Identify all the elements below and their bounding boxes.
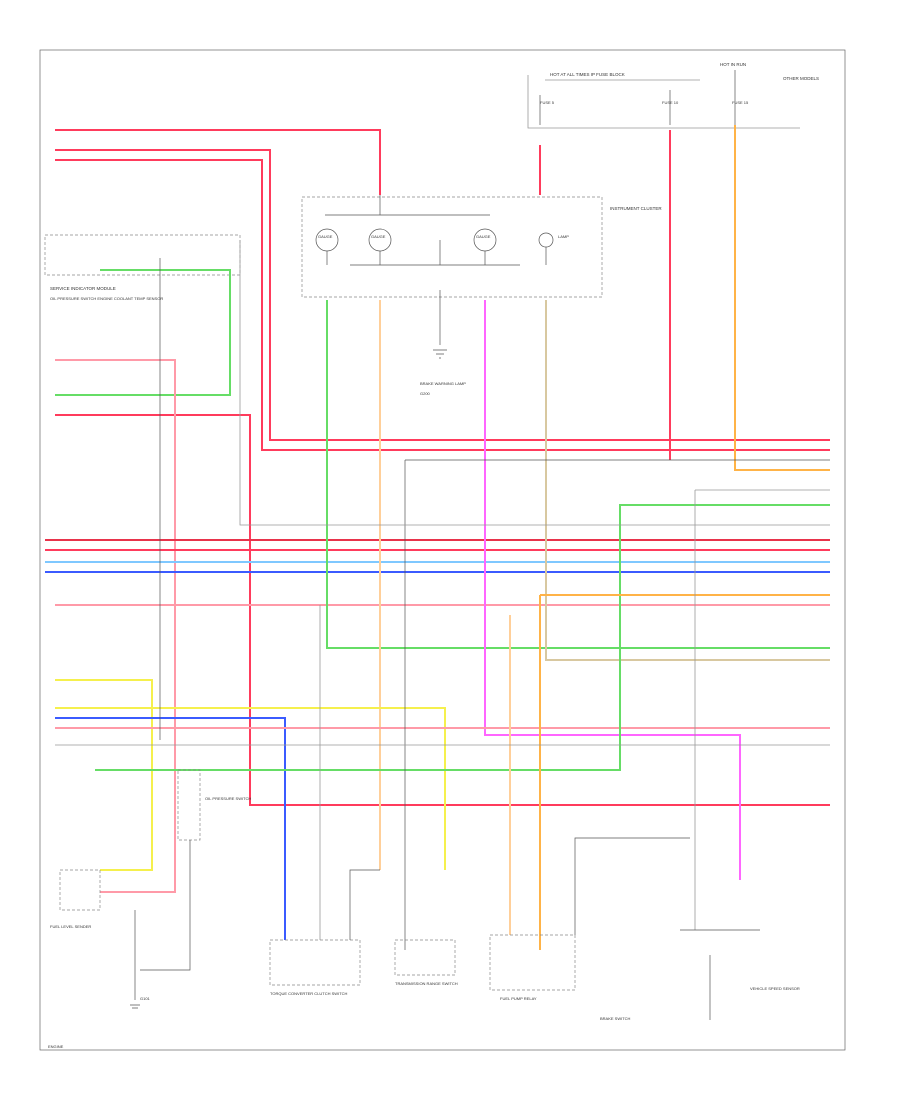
- fuse-label-mid: FUSE 10: [662, 100, 679, 105]
- diagram-frame: [39, 49, 846, 1051]
- lamp-note: BRAKE WARNING LAMP: [420, 381, 466, 386]
- right-top-note: OTHER MODELS: [783, 76, 819, 81]
- left-module: SERVICE INDICATOR MODULE OIL PRESSURE SW…: [44, 234, 241, 301]
- switch-icon: [489, 934, 576, 991]
- fuel-sender-label: FUEL LEVEL SENDER: [50, 924, 91, 929]
- fuse-block-label: HOT AT ALL TIMES IP FUSE BLOCK: [550, 72, 625, 77]
- left-module-lines: OIL PRESSURE SWITCH ENGINE COOLANT TEMP …: [50, 296, 163, 301]
- left-module-label: SERVICE INDICATOR MODULE: [50, 286, 116, 291]
- switch-icon: [394, 939, 456, 976]
- component-3-label: FUEL PUMP RELAY: [500, 996, 537, 1001]
- ground-label-mid: G200: [420, 391, 431, 396]
- fuse-block: HOT AT ALL TIMES IP FUSE BLOCK HOT IN RU…: [527, 62, 819, 129]
- instrument-cluster-label: INSTRUMENT CLUSTER: [610, 206, 662, 211]
- bottom-components: FUEL LEVEL SENDER G101 OIL PRESSURE SWIT…: [50, 391, 800, 1021]
- ground-icon: [433, 349, 447, 359]
- gauge-label-2: GAUGE: [371, 234, 386, 239]
- lamp-label: LAMP: [558, 234, 569, 239]
- hot-in-run-label: HOT IN RUN: [720, 62, 746, 67]
- gauge-icon: [473, 228, 497, 252]
- ground-label-left: G101: [140, 996, 151, 1001]
- switch-icon: [269, 939, 361, 986]
- component-5-label: VEHICLE SPEED SENSOR: [750, 986, 800, 991]
- wire-bundle: [45, 125, 830, 950]
- gauge-label-3: GAUGE: [476, 234, 491, 239]
- lamp-icon: [538, 232, 554, 248]
- gauge-label-1: GAUGE: [318, 234, 333, 239]
- component-4-label: BRAKE SWITCH: [600, 1016, 631, 1021]
- instrument-cluster: INSTRUMENT CLUSTER GAUGE GAUGE GAUGE LAM…: [301, 195, 662, 386]
- gauge-icon: [315, 228, 339, 252]
- component-1-label: TORQUE CONVERTER CLUTCH SWITCH: [270, 991, 348, 996]
- oil-switch-label: OIL PRESSURE SWITCH: [205, 796, 251, 801]
- page-id: ENGINE: [48, 1044, 64, 1049]
- fuse-label-right: FUSE 15: [732, 100, 749, 105]
- fuse-label-left: FUSE 5: [540, 100, 555, 105]
- gauge-icon: [368, 228, 392, 252]
- component-2-label: TRANSMISSION RANGE SWITCH: [395, 981, 458, 986]
